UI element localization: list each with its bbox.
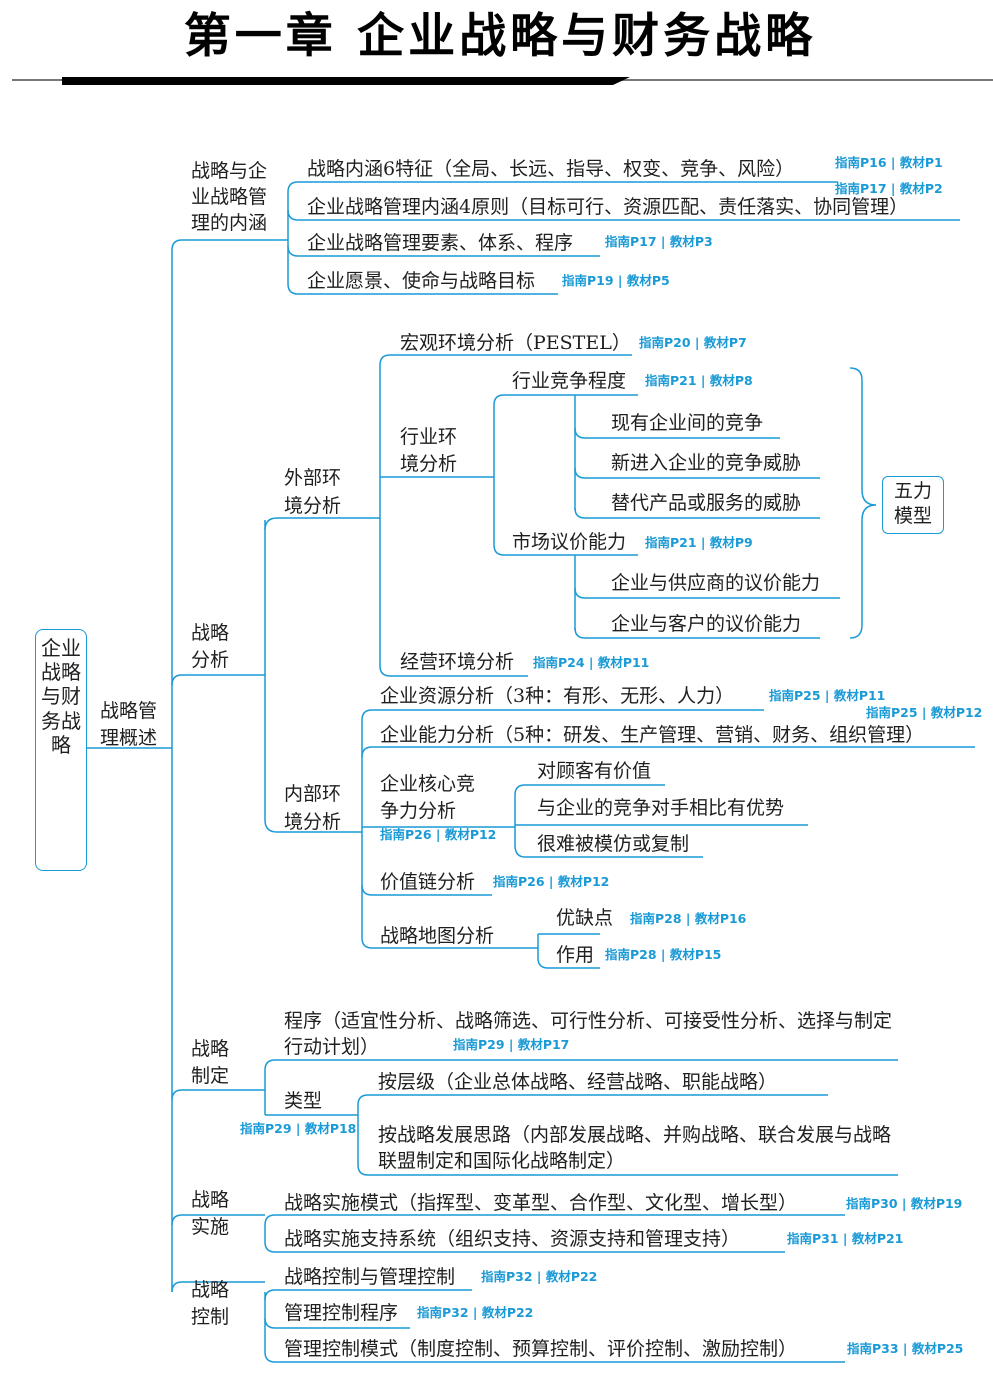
node-fenxi: 战略分析 [191,622,230,671]
types-item-1: 按层级（企业总体战略、经营战略、职能战略） [378,1071,778,1093]
strategy-map-ref-1: 指南P28 | 教材P16 [630,911,747,926]
industry-bargaining-ref: 指南P21 | 教材P9 [645,535,753,550]
node-zhiding: 战略制定 [191,1038,230,1087]
kongzhi-item-3: 管理控制模式（制度控制、预算控制、评价控制、激励控制） [284,1338,798,1360]
chapter-title: 第一章 企业战略与财务战略 [183,9,817,64]
capability-analysis: 企业能力分析（5种：研发、生产管理、营销、财务、组织管理） [380,724,925,746]
shishi-ref-2: 指南P31 | 教材P21 [787,1231,904,1246]
shishi-ref-1: 指南P30 | 教材P19 [846,1196,963,1211]
core-competence-ref: 指南P26 | 教材P12 [380,827,497,842]
neihan-ref-3: 指南P17 | 教材P3 [605,234,713,249]
bargaining-item-1: 企业与供应商的议价能力 [611,572,821,594]
kongzhi-ref-3: 指南P33 | 教材P25 [847,1341,964,1356]
kongzhi-ref-2: 指南P32 | 教材P22 [417,1305,534,1320]
five-forces-frame [882,476,944,534]
five-forces-model: 五力模型 [893,480,932,527]
strategy-map-item-1: 优缺点 [556,907,614,929]
value-chain-ref: 指南P26 | 教材P12 [493,874,610,889]
node-shishi: 战略实施 [191,1189,230,1238]
node-internal: 内部环境分析 [284,783,342,833]
bargaining-item-2: 企业与客户的议价能力 [611,613,802,635]
neihan-ref-4: 指南P19 | 教材P5 [562,273,670,288]
industry-competition-ref: 指南P21 | 教材P8 [645,373,753,388]
root-node: 企业战略与财务战略 [41,636,81,757]
types-item-2: 按战略发展思路（内部发展战略、并购战略、联合发展与战略联盟制定和国际化战略制定） [378,1124,892,1172]
node-external: 外部环境分析 [284,467,342,517]
core-item-1: 对顾客有价值 [537,760,652,782]
industry-bargaining: 市场议价能力 [512,531,627,553]
core-item-2: 与企业的竞争对手相比有优势 [537,797,785,819]
shishi-item-2: 战略实施支持系统（组织支持、资源支持和管理支持） [284,1228,741,1250]
zhiding-procedure: 程序（适宜性分析、战略筛选、可行性分析、可接受性分析、选择与制定行动计划） [284,1010,893,1058]
competition-item-3: 替代产品或服务的威胁 [611,492,802,514]
strategy-map-item-2: 作用 [556,944,595,966]
neihan-ref-2: 指南P17 | 教材P2 [835,181,943,196]
macro-env: 宏观环境分析（PESTEL） [400,332,631,354]
neihan-item-2: 企业战略管理内涵4原则（目标可行、资源匹配、责任落实、协同管理） [307,196,909,218]
operating-env: 经营环境分析 [400,651,515,673]
root-node-frame [35,629,87,871]
kongzhi-item-1: 战略控制与管理控制 [284,1266,456,1288]
node-neihan: 战略与企业战略管理的内涵 [191,160,268,234]
types-ref: 指南P29 | 教材P18 [240,1121,357,1136]
neihan-ref-1: 指南P16 | 教材P1 [835,155,943,170]
neihan-item-3: 企业战略管理要素、体系、程序 [307,232,574,254]
node-strategy-map: 战略地图分析 [380,925,495,947]
shishi-item-1: 战略实施模式（指挥型、变革型、合作型、文化型、增长型） [284,1192,798,1214]
neihan-item-1: 战略内涵6特征（全局、长远、指导、权变、竞争、风险） [307,158,795,180]
node-kongzhi: 战略控制 [191,1279,230,1328]
capability-analysis-ref: 指南P25 | 教材P12 [866,705,983,720]
node-core-competence: 企业核心竞争力分析 [380,773,476,822]
node-strategy-overview: 战略管理概述 [100,700,158,749]
node-types: 类型 [284,1090,323,1112]
header-rule-thick [62,77,630,85]
zhiding-procedure-ref: 指南P29 | 教材P17 [453,1037,570,1052]
neihan-item-4: 企业愿景、使命与战略目标 [307,270,536,292]
macro-env-ref: 指南P20 | 教材P7 [639,335,747,350]
kongzhi-item-2: 管理控制程序 [284,1302,399,1324]
resource-analysis: 企业资源分析（3种：有形、无形、人力） [380,685,735,707]
node-industry: 行业环境分析 [400,426,458,475]
kongzhi-ref-1: 指南P32 | 教材P22 [481,1269,598,1284]
operating-env-ref: 指南P24 | 教材P11 [533,655,650,670]
value-chain: 价值链分析 [380,871,476,893]
competition-item-2: 新进入企业的竞争威胁 [611,452,802,474]
competition-item-1: 现有企业间的竞争 [611,412,764,434]
core-item-3: 很难被模仿或复制 [537,833,690,855]
strategy-map-ref-2: 指南P28 | 教材P15 [605,947,722,962]
industry-competition: 行业竞争程度 [512,370,627,392]
resource-analysis-ref: 指南P25 | 教材P11 [769,688,886,703]
